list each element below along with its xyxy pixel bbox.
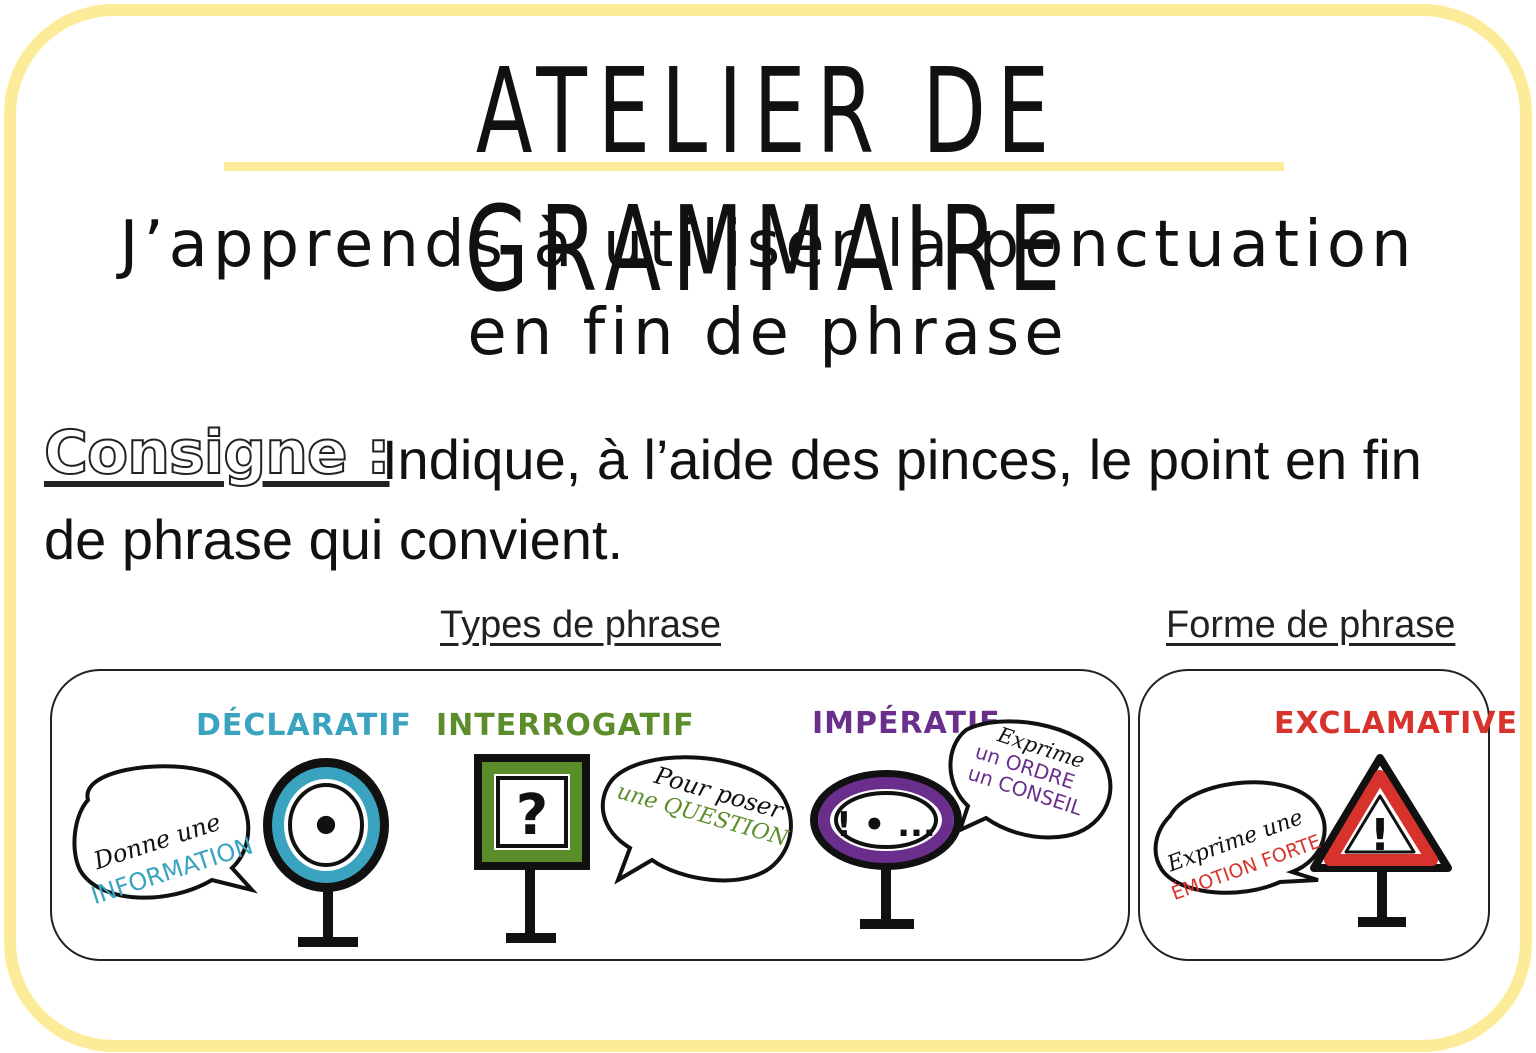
instruction-text: Indique, à l’aide des pinces, le point e… [44, 428, 1422, 571]
exclamative-sign: ! [1310, 754, 1452, 927]
imperatif-sign: ! • ... [810, 770, 962, 929]
interrogatif-sign: ? [474, 754, 590, 943]
page-title: ATELIER DE GRAMMAIRE [464, 42, 1072, 318]
types-section-label: Types de phrase [440, 604, 721, 646]
subtitle-line-2: en fin de phrase [467, 296, 1069, 370]
imperatif-sign-symbol: ! • ... [836, 805, 936, 845]
declaratif-sign: • [263, 758, 389, 947]
interrogatif-sign-symbol: ? [516, 783, 548, 848]
title-underline [224, 162, 1284, 171]
label-exclamative: EXCLAMATIVE [1274, 706, 1518, 741]
declaratif-speech-bubble: Donne une INFORMATION [72, 764, 258, 910]
declaratif-sign-symbol: • [309, 797, 342, 857]
exclamative-sign-symbol: ! [1370, 810, 1390, 861]
label-declaratif: DÉCLARATIF [196, 708, 412, 743]
imperatif-speech-bubble: Exprime un ORDRE un CONSEIL [948, 719, 1113, 840]
label-interrogatif: INTERROGATIF [436, 708, 695, 743]
exclamative-speech-bubble: Exprime une ÉMOTION FORTE [1153, 780, 1327, 905]
forme-section-label: Forme de phrase [1166, 604, 1456, 646]
subtitle-line-1: J’apprends à utiliser la ponctuation [119, 208, 1417, 282]
interrogatif-speech-bubble: Pour poser une QUESTION [600, 755, 793, 885]
instruction-label: Consigne : [43, 417, 391, 489]
